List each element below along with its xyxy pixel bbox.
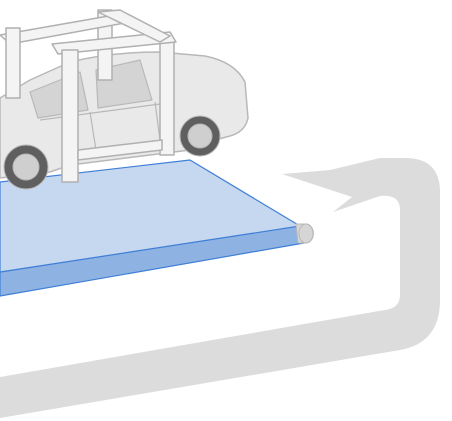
car-wheel-front (3, 144, 49, 190)
gantry-frame-icon (0, 9, 177, 183)
car-door-lines (39, 101, 161, 151)
belt-roller (295, 223, 314, 244)
return-arrow-icon (0, 158, 440, 418)
return-arrow (0, 158, 440, 418)
conveyor-belt (0, 159, 314, 297)
car-wheel-rear (179, 115, 221, 157)
